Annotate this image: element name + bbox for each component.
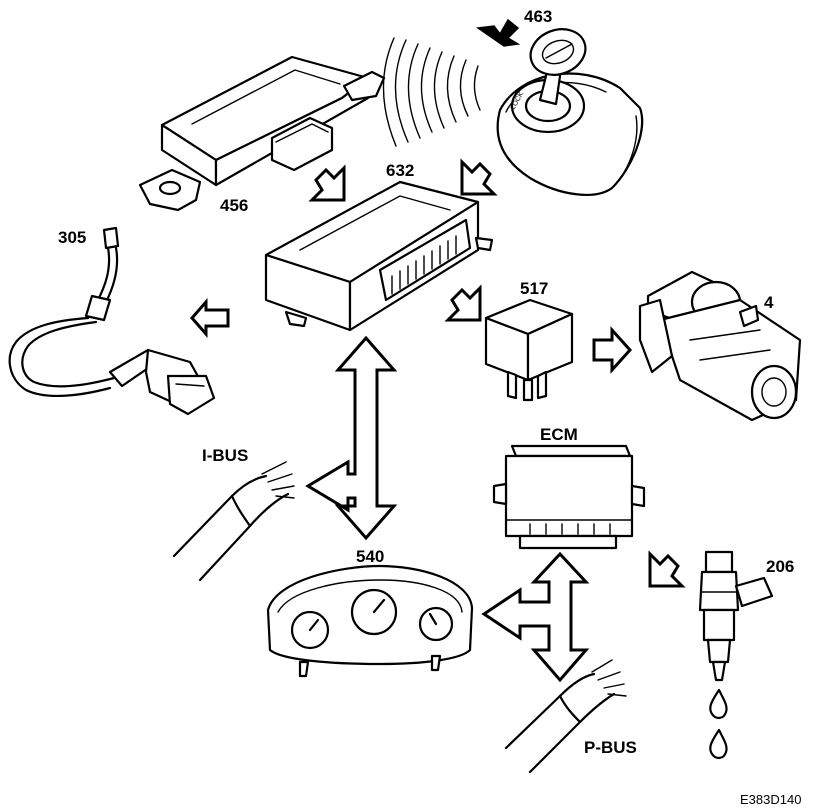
arrow-463-to-632 [460, 158, 498, 196]
label-p-bus: P-BUS [584, 738, 637, 757]
label-keyless-unit: 456 [220, 196, 248, 215]
central-control-module [264, 180, 494, 332]
label-instrument-cluster: 540 [356, 547, 384, 566]
black-arrow-icon [475, 18, 521, 47]
label-ecm: ECM [540, 425, 578, 444]
instrument-cluster [266, 564, 474, 678]
sensor-with-cable [8, 226, 216, 416]
arrow-632-to-517 [444, 284, 482, 322]
relay [484, 298, 574, 402]
ignition-switch: LOCK [496, 28, 644, 196]
starter-motor [638, 270, 802, 422]
label-relay: 517 [520, 279, 548, 298]
p-bus-cable [504, 659, 627, 774]
figure-code: E383D140 [740, 792, 801, 807]
arrow-456-to-632 [308, 164, 346, 202]
label-central-module: 632 [386, 161, 414, 180]
arrow-632-to-305 [190, 298, 230, 338]
i-bus-cable [172, 461, 295, 582]
arrow-517-to-starter [592, 326, 633, 374]
label-fuel-injector: 206 [766, 557, 794, 576]
label-starter-motor: 4 [764, 293, 774, 312]
keyless-receiver-unit [138, 55, 386, 212]
i-bus-arrow [305, 335, 398, 541]
arrow-ecm-to-injector [648, 550, 686, 588]
fuel-injector [698, 550, 774, 682]
label-sensor: 305 [58, 228, 86, 247]
ecm-unit [492, 444, 646, 550]
fuel-drops-icon [709, 688, 728, 759]
label-ignition-key: 463 [524, 7, 552, 26]
radio-signal-icon [382, 37, 481, 147]
label-i-bus: I-BUS [202, 446, 248, 465]
p-bus-arrow [481, 551, 590, 683]
